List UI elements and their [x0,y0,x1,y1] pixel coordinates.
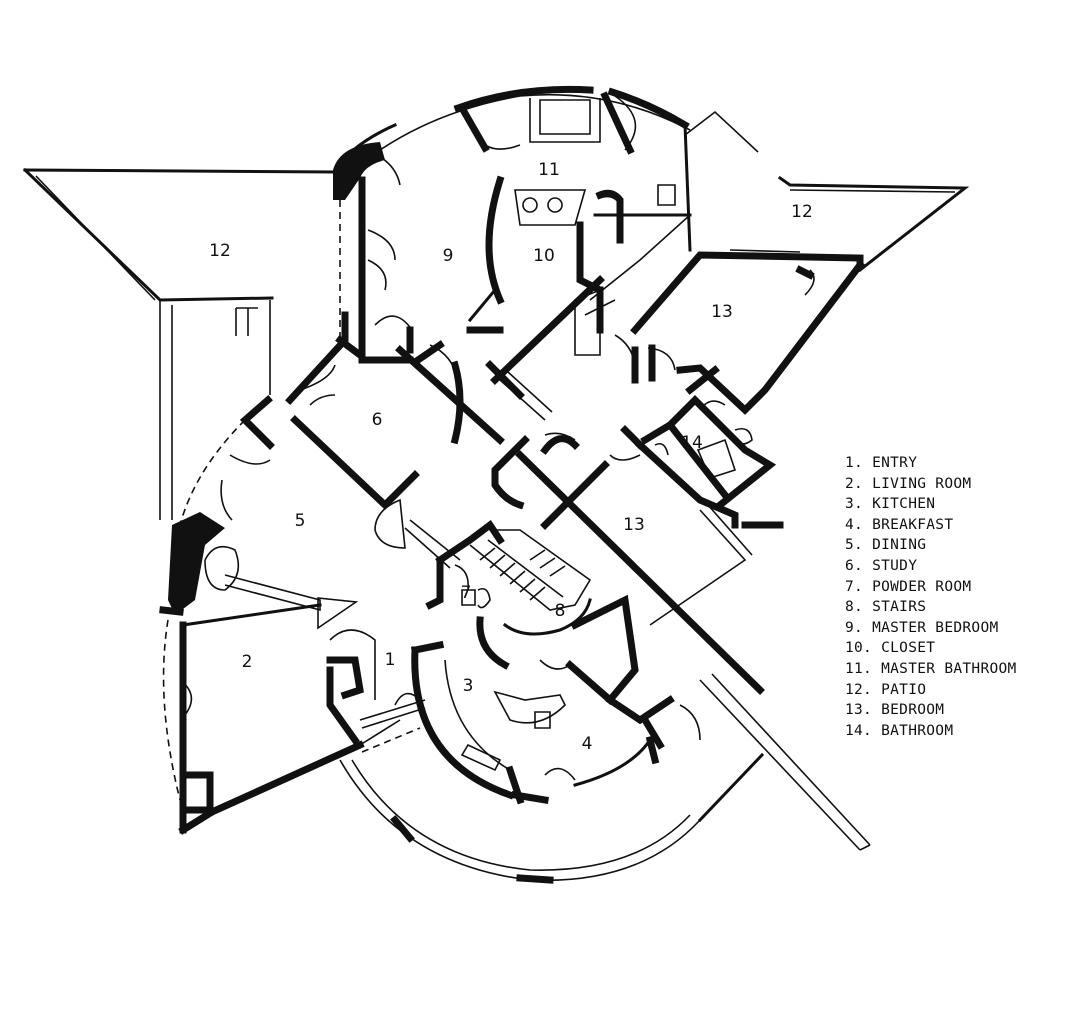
bedroom-lower-walls [491,365,784,626]
kitchen-breakfast-walls [394,594,701,805]
room-label: 11 [538,160,560,180]
legend-item: 13. BEDROOM [845,702,945,719]
legend-item: 3. KITCHEN [845,496,936,513]
room-label: 7 [461,583,472,603]
room-label: 12 [791,202,813,222]
room-label: 14 [681,433,703,453]
room-label: 12 [209,241,231,261]
legend-item: 10. CLOSET [845,640,936,657]
lower-arc [339,719,765,884]
legend-item: 5. DINING [845,537,927,554]
legend-item: 2. LIVING ROOM [845,475,972,492]
legend-item: 9. MASTER BEDROOM [845,619,999,636]
room-label: 3 [463,676,474,696]
room-labels: 1 2 3 4 5 6 7 8 9 10 11 12 12 13 13 14 [209,160,813,754]
master-suite-walls [332,85,692,334]
stairs-walls [425,519,592,636]
master-bedroom-walls [333,142,414,364]
patio-right [684,110,970,273]
room-label: 2 [242,652,253,672]
room-label: 13 [623,515,645,535]
room-label: 9 [443,246,454,266]
room-label: 13 [711,302,733,322]
legend-item: 11. MASTER BATHROOM [845,660,1017,677]
legend-item: 14. BATHROOM [845,722,954,739]
bedroom-upper-walls [490,214,865,415]
diagonal-wall [395,345,871,851]
legend-item: 4. BREAKFAST [845,516,954,533]
living-room-walls [162,574,426,835]
legend-item: 12. PATIO [845,681,927,698]
study-walls [285,311,553,569]
room-label: 1 [385,650,396,670]
room-label: 10 [533,246,555,266]
room-label: 6 [372,410,383,430]
room-label: 8 [555,601,566,621]
dining-walls [159,395,275,616]
room-label: 5 [295,511,306,531]
legend-item: 1. ENTRY [845,455,918,471]
legend-item: 7. POWDER ROOM [845,578,972,595]
patio-left [22,167,337,520]
legend-item: 8. STAIRS [845,599,927,616]
legend-item: 6. STUDY [845,557,918,574]
room-label: 4 [582,734,593,754]
room-legend: 1. ENTRY 2. LIVING ROOM 3. KITCHEN 4. BR… [845,453,1017,741]
